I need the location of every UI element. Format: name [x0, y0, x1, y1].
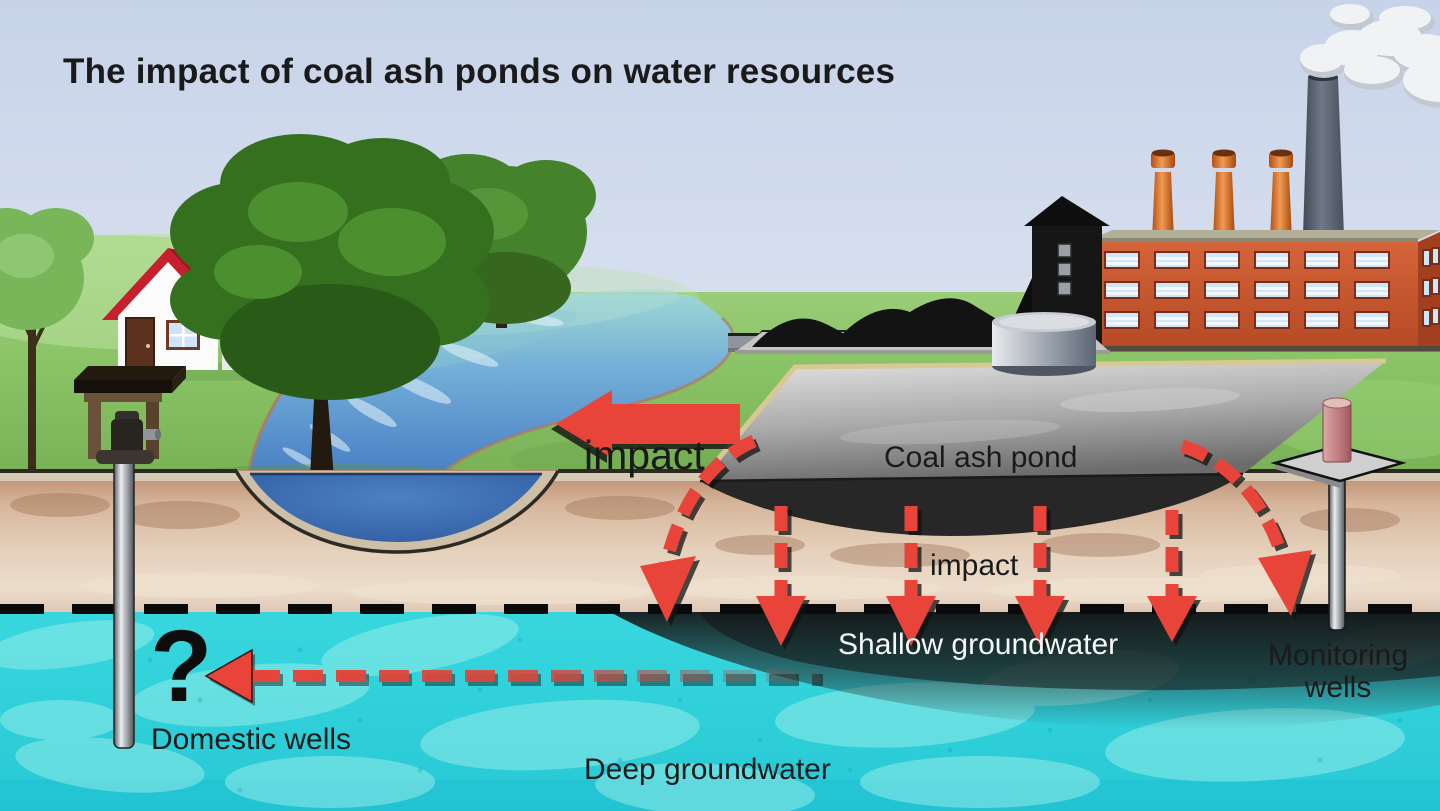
storage-tank: [992, 312, 1096, 376]
label-impact-river: impact: [584, 432, 705, 478]
coal-ash-pond: [698, 358, 1387, 536]
tree-left-edge: [0, 208, 94, 485]
factory-side-windows: [1422, 247, 1440, 327]
coal-ash-body: [700, 474, 1243, 536]
river-pool: [234, 470, 560, 554]
domestic-well: [74, 366, 186, 749]
smoke-plume: [1300, 4, 1440, 108]
monitoring-well: [1270, 397, 1407, 631]
seepage-arrow-left-curved: [658, 435, 757, 570]
label-shallow-groundwater: Shallow groundwater: [838, 628, 1119, 661]
impact-arrow-river: [551, 390, 740, 463]
factory-building: [1090, 230, 1440, 351]
label-impact-seepage: impact: [930, 549, 1019, 582]
contamination-plume: [610, 612, 1440, 729]
well-hand-pump: [96, 411, 161, 464]
factory-chimneys: [1151, 149, 1293, 240]
factory: [1090, 4, 1440, 351]
seepage-arrow-right-curved: [1179, 439, 1289, 558]
question-mark: ?: [150, 609, 213, 723]
tree-large: [170, 134, 494, 488]
coal-pile: [752, 298, 1040, 347]
label-deep-groundwater: Deep groundwater: [584, 753, 831, 786]
label-coal-ash-pond: Coal ash pond: [884, 441, 1078, 474]
label-monitoring-wells: Monitoring wells: [1267, 639, 1409, 704]
groundwater-flow-arrow: [204, 648, 823, 706]
domestic-well-pipe: [113, 455, 135, 749]
smokestack: [1303, 73, 1344, 236]
label-domestic-wells: Domestic wells: [151, 723, 352, 756]
page-title: The impact of coal ash ponds on water re…: [63, 52, 896, 91]
seepage-arrows: [640, 435, 1316, 650]
